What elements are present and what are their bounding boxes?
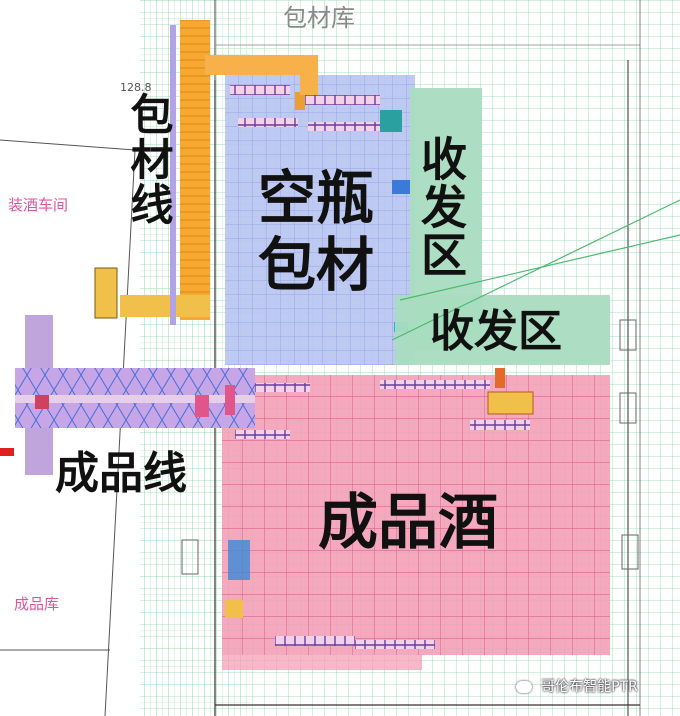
finished-line-label: 成品线 [55,448,187,499]
wechat-icon [516,680,532,693]
receiving-area-horizontal-label: 收发区 [430,306,562,357]
bottling-workshop-label: 装酒车间 [8,196,69,214]
empty-bottle-packaging-label: 空瓶包材 [258,164,375,299]
receiving-zone-horizontal [395,295,610,365]
packaging-warehouse-label: 包材库 [283,4,355,32]
receiving-area-vertical-label: 收发区 [414,135,468,279]
finished-wine-label: 成品酒 [318,488,498,558]
packaging-line-label: 包材线 [123,92,173,227]
watermark: 哥伦布智能PTR [516,678,638,694]
finished-warehouse-label: 成品库 [14,595,60,613]
dimension-label: 128.8 [120,81,152,94]
watermark-text: 哥伦布智能PTR [541,679,638,695]
